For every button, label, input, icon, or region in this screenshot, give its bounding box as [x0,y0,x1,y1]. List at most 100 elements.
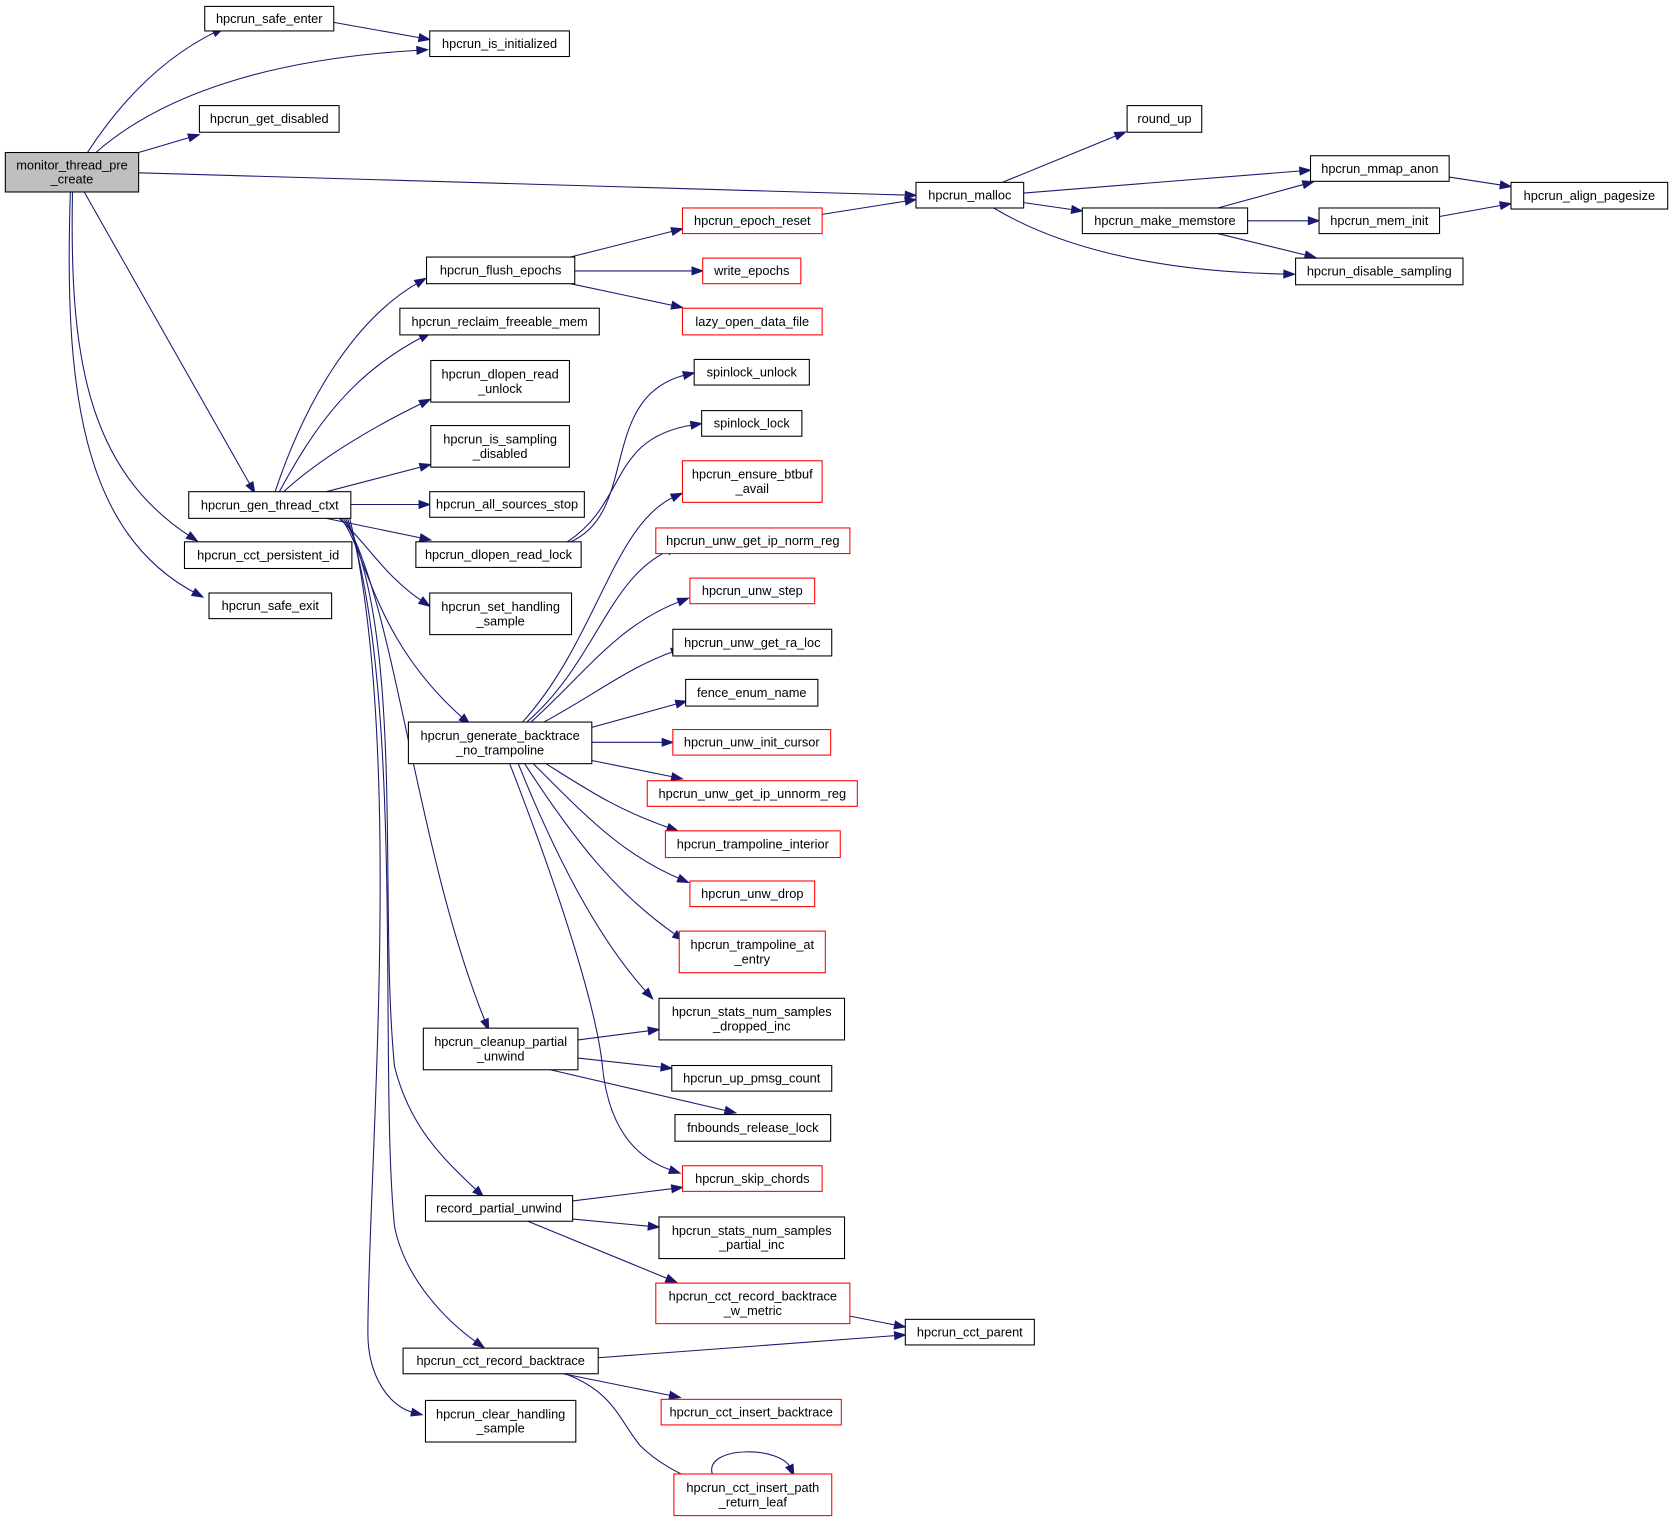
node-hpcrun-up-pmsg-count[interactable]: hpcrun_up_pmsg_count [671,1064,833,1092]
node-hpcrun-epoch-reset[interactable]: hpcrun_epoch_reset [681,207,823,235]
node-hpcrun-is-initialized[interactable]: hpcrun_is_initialized [429,30,570,58]
node-box[interactable] [674,1114,832,1142]
node-box[interactable] [672,729,832,756]
node-fence-enum-name[interactable]: fence_enum_name [685,678,819,707]
node-box[interactable] [1510,181,1669,210]
node-hpcrun-trampoline-at-entry[interactable]: hpcrun_trampoline_at_entry [678,930,826,974]
node-hpcrun-unw-drop[interactable]: hpcrun_unw_drop [689,880,816,908]
node-hpcrun-get-disabled[interactable]: hpcrun_get_disabled [198,105,340,133]
node-box[interactable] [422,1027,579,1071]
node-box[interactable] [399,307,600,336]
node-box[interactable] [658,1216,846,1260]
node-box[interactable] [1081,207,1249,235]
node-hpcrun-cct-persistent-id[interactable]: hpcrun_cct_persistent_id [183,541,353,570]
node-box[interactable] [424,1399,577,1443]
node-hpcrun-trampoline-interior[interactable]: hpcrun_trampoline_interior [664,830,841,859]
node-hpcrun-ensure-btbuf-avail[interactable]: hpcrun_ensure_btbuf_avail [681,460,823,503]
node-box[interactable] [429,30,570,58]
node-box[interactable] [689,577,816,605]
node-hpcrun-reclaim-freeable-mem[interactable]: hpcrun_reclaim_freeable_mem [399,307,600,336]
node-hpcrun-cct-insert-path-return-leaf[interactable]: hpcrun_cct_insert_path_return_leaf [673,1473,833,1517]
node-box[interactable] [681,307,823,336]
node-hpcrun-unw-get-ra-loc[interactable]: hpcrun_unw_get_ra_loc [672,628,833,657]
node-box[interactable] [678,930,826,974]
node-box[interactable] [685,678,819,707]
node-hpcrun-stats-num-samples-dropped-inc[interactable]: hpcrun_stats_num_samples_dropped_inc [658,997,846,1041]
node-hpcrun-safe-exit[interactable]: hpcrun_safe_exit [208,592,333,620]
node-hpcrun-dlopen-read-lock[interactable]: hpcrun_dlopen_read_lock [415,541,582,568]
node-round-up[interactable]: round_up [1126,105,1203,133]
node-box[interactable] [671,1064,833,1092]
node-hpcrun-flush-epochs[interactable]: hpcrun_flush_epochs [425,256,576,285]
node-monitor-thread-pre-create[interactable]: monitor_thread_pre_create [4,151,140,193]
node-hpcrun-skip-chords[interactable]: hpcrun_skip_chords [681,1165,823,1192]
node-box[interactable] [689,880,816,908]
node-hpcrun-mem-init[interactable]: hpcrun_mem_init [1318,207,1441,235]
node-box[interactable] [429,592,573,636]
node-hpcrun-generate-backtrace-no-trampoline[interactable]: hpcrun_generate_backtrace_no_trampoline [407,721,593,765]
node-hpcrun-align-pagesize[interactable]: hpcrun_align_pagesize [1510,181,1669,210]
node-hpcrun-stats-num-samples-partial-inc[interactable]: hpcrun_stats_num_samples_partial_inc [658,1216,846,1260]
node-hpcrun-all-sources-stop[interactable]: hpcrun_all_sources_stop [429,491,585,518]
node-hpcrun-unw-get-ip-norm-reg[interactable]: hpcrun_unw_get_ip_norm_reg [655,527,851,555]
node-hpcrun-is-sampling-disabled[interactable]: hpcrun_is_sampling_disabled [430,425,570,468]
node-box[interactable] [1126,105,1203,133]
node-hpcrun-unw-step[interactable]: hpcrun_unw_step [689,577,816,605]
node-box[interactable] [1309,155,1450,182]
node-box[interactable] [415,541,582,568]
node-box[interactable] [658,997,846,1041]
node-box[interactable] [424,1195,574,1222]
node-box[interactable] [673,1473,833,1517]
node-box[interactable] [702,257,802,285]
node-box[interactable] [646,780,858,807]
node-hpcrun-cct-record-backtrace[interactable]: hpcrun_cct_record_backtrace [402,1347,599,1375]
node-hpcrun-gen-thread-ctxt[interactable]: hpcrun_gen_thread_ctxt [188,491,352,519]
node-hpcrun-cct-record-backtrace-w-metric[interactable]: hpcrun_cct_record_backtrace_w_metric [655,1282,851,1325]
node-spinlock-unlock[interactable]: spinlock_unlock [693,358,810,386]
node-box[interactable] [693,358,810,386]
node-hpcrun-dlopen-read-unlock[interactable]: hpcrun_dlopen_read_unlock [430,359,570,403]
node-hpcrun-unw-init-cursor[interactable]: hpcrun_unw_init_cursor [672,729,832,756]
node-hpcrun-unw-get-ip-unnorm-reg[interactable]: hpcrun_unw_get_ip_unnorm_reg [646,780,858,807]
node-record-partial-unwind[interactable]: record_partial_unwind [424,1195,574,1222]
node-hpcrun-set-handling-sample[interactable]: hpcrun_set_handling_sample [429,592,573,636]
node-box[interactable] [204,5,335,32]
node-box[interactable] [660,1398,842,1426]
node-box[interactable] [188,491,352,519]
node-hpcrun-make-memstore[interactable]: hpcrun_make_memstore [1081,207,1249,235]
node-hpcrun-cct-parent[interactable]: hpcrun_cct_parent [904,1318,1035,1346]
node-box[interactable] [198,105,340,133]
node-box[interactable] [430,425,570,468]
node-box[interactable] [655,527,851,555]
node-hpcrun-cleanup-partial-unwind[interactable]: hpcrun_cleanup_partial_unwind [422,1027,579,1071]
node-hpcrun-mmap-anon[interactable]: hpcrun_mmap_anon [1309,155,1450,182]
node-write-epochs[interactable]: write_epochs [702,257,802,285]
node-box[interactable] [430,359,570,403]
node-box[interactable] [4,151,140,193]
node-box[interactable] [402,1347,599,1375]
node-box[interactable] [681,207,823,235]
node-box[interactable] [655,1282,851,1325]
node-lazy-open-data-file[interactable]: lazy_open_data_file [681,307,823,336]
node-box[interactable] [904,1318,1035,1346]
node-hpcrun-malloc[interactable]: hpcrun_malloc [915,181,1025,209]
node-hpcrun-cct-insert-backtrace[interactable]: hpcrun_cct_insert_backtrace [660,1398,842,1426]
node-hpcrun-disable-sampling[interactable]: hpcrun_disable_sampling [1295,257,1464,286]
node-spinlock-lock[interactable]: spinlock_lock [701,410,803,437]
node-box[interactable] [701,410,803,437]
node-hpcrun-safe-enter[interactable]: hpcrun_safe_enter [204,5,335,32]
node-box[interactable] [407,721,593,765]
node-hpcrun-clear-handling-sample[interactable]: hpcrun_clear_handling_sample [424,1399,577,1443]
node-box[interactable] [183,541,353,570]
node-box[interactable] [681,460,823,503]
node-box[interactable] [664,830,841,859]
node-box[interactable] [672,628,833,657]
node-box[interactable] [208,592,333,620]
node-box[interactable] [1295,257,1464,286]
node-fnbounds-release-lock[interactable]: fnbounds_release_lock [674,1114,832,1142]
node-box[interactable] [1318,207,1441,235]
node-box[interactable] [681,1165,823,1192]
node-box[interactable] [915,181,1025,209]
node-box[interactable] [429,491,585,518]
node-box[interactable] [425,256,576,285]
